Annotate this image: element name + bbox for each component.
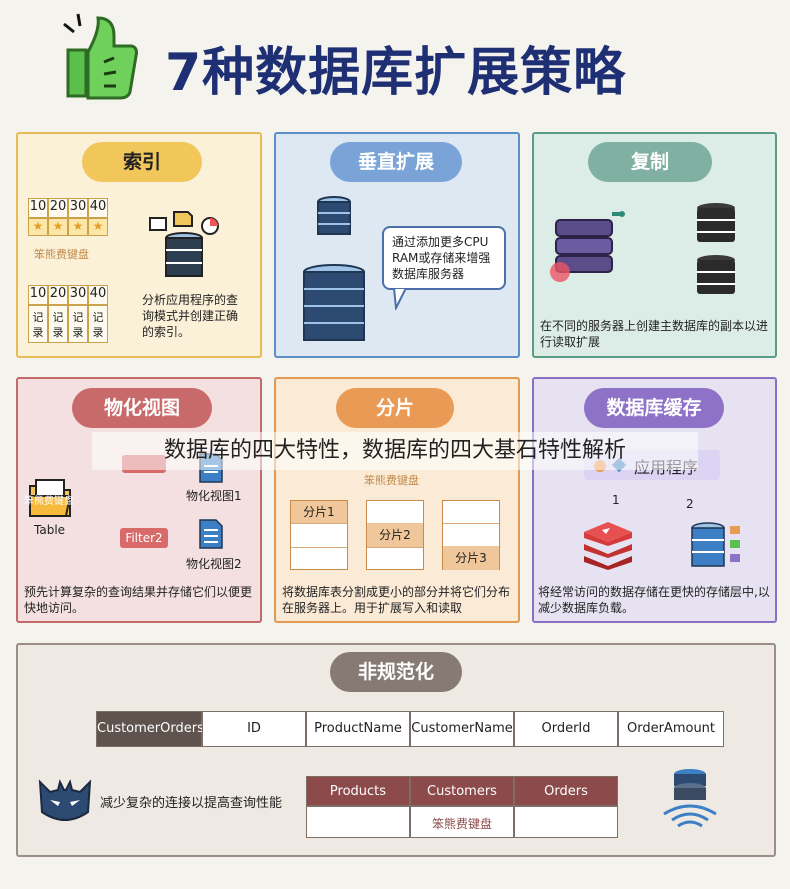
index-star-cell: ★: [88, 218, 108, 236]
shard-row: [291, 523, 347, 547]
view2-label: 物化视图2: [186, 557, 242, 571]
index-top-row: 10 20 30 40 ★ ★ ★ ★: [28, 198, 108, 238]
shard-row: [367, 547, 423, 570]
shard-header: 分片3: [443, 546, 499, 570]
shard-row: [291, 547, 347, 571]
caching-panel: [532, 377, 777, 623]
index-star-cell: ★: [68, 218, 88, 236]
shard-table-2: 分片2: [366, 500, 424, 570]
route1-label: 1: [612, 493, 620, 507]
database-icon: [149, 211, 219, 277]
primary-database-icon: [550, 211, 625, 282]
batman-icon: [38, 779, 92, 821]
sharding-description: 将数据库表分割成更小的部分并将它们分布在服务器上。用于扩展写入和读取: [282, 585, 511, 615]
index-star-cell: ★: [48, 218, 68, 236]
denorm-description: 减少复杂的连接以提高查询性能: [100, 796, 283, 811]
thumbs-up-icon: [63, 13, 138, 100]
replica-database-icon: [697, 203, 735, 242]
index-top-cell: 30: [68, 198, 88, 218]
denorm-column: ID: [202, 711, 306, 747]
materialized-stamp: 笨熊费键盘: [24, 496, 74, 507]
index-record-cell: 记录: [28, 305, 48, 343]
materialized-description: 预先计算复杂的查询结果并存储它们以便更快地访问。: [24, 585, 253, 615]
shard-row: [367, 501, 423, 523]
index-label: 索引: [82, 142, 202, 182]
filter2-box: Filter2: [120, 528, 168, 548]
index-bottom-table: 10 20 30 40 记录 记录 记录 记录: [28, 285, 108, 345]
denorm-column: CustomerName: [410, 711, 514, 747]
index-record-cell: 记录: [68, 305, 88, 343]
replica-database-icon: [697, 255, 735, 294]
index-bottom-cell: 20: [48, 285, 68, 305]
sharding-watermark: 笨熊费键盘: [364, 474, 419, 487]
source-table-header: Orders: [514, 776, 618, 806]
index-top-cell: 20: [48, 198, 68, 218]
caching-description: 将经常访问的数据存储在更快的存储层中,以减少数据库负载。: [538, 585, 770, 615]
index-record-cell: 记录: [88, 305, 108, 343]
denorm-column: ProductName: [306, 711, 410, 747]
redis-icon: [584, 522, 632, 570]
view1-label: 物化视图1: [186, 489, 242, 503]
overlay-caption: 数据库的四大特性，数据库的四大基石特性解析: [92, 432, 698, 470]
denorm-watermark: 笨熊费键盘: [431, 817, 492, 831]
shard-table-3: 分片3: [442, 500, 500, 570]
sharding-label: 分片: [336, 388, 454, 428]
vertical-label: 垂直扩展: [330, 142, 462, 182]
denorm-column: OrderId: [514, 711, 618, 747]
index-record-cell: 记录: [48, 305, 68, 343]
shard-row: [443, 523, 499, 546]
source-table-header: Products: [306, 776, 410, 806]
index-bottom-cell: 30: [68, 285, 88, 305]
denorm-column: CustomerOrders: [96, 711, 204, 747]
shard-header: 分片2: [367, 523, 423, 547]
index-top-cell: 40: [88, 198, 108, 218]
source-table-header: Customers: [410, 776, 514, 806]
denorm-label: 非规范化: [330, 652, 462, 692]
materialized-label: 物化视图: [72, 388, 212, 428]
table-label: Table: [34, 523, 66, 537]
source-table-body: 笨熊费键盘: [410, 806, 514, 838]
wifi-icon: [663, 769, 717, 828]
speech-tail: [392, 288, 408, 310]
replication-description: 在不同的服务器上创建主数据库的副本以进行读取扩展: [540, 319, 769, 349]
index-star-cell: ★: [28, 218, 48, 236]
vertical-speech-bubble: 通过添加更多CPU RAM或存储来增强数据库服务器: [382, 226, 506, 290]
page-title: 7种数据库扩展策略: [165, 43, 627, 103]
source-table-body: [306, 806, 410, 838]
shard-row: [443, 501, 499, 523]
large-database-icon: [303, 264, 365, 341]
index-bottom-cell: 40: [88, 285, 108, 305]
source-table-body: [514, 806, 618, 838]
index-watermark: 笨熊费键盘: [34, 248, 89, 261]
database-icon: [317, 196, 351, 235]
caching-label: 数据库缓存: [584, 388, 724, 428]
denorm-column: OrderAmount: [618, 711, 724, 747]
index-top-cell: 10: [28, 198, 48, 218]
document-icon: [199, 519, 223, 549]
database-icon: [691, 522, 740, 567]
shard-table-1: 分片1: [290, 500, 348, 570]
shard-header: 分片1: [291, 501, 347, 523]
index-bottom-cell: 10: [28, 285, 48, 305]
route2-label: 2: [686, 497, 694, 511]
index-description: 分析应用程序的查询模式并创建正确的索引。: [142, 293, 239, 339]
replication-label: 复制: [588, 142, 712, 182]
folder-icon: [29, 479, 72, 517]
